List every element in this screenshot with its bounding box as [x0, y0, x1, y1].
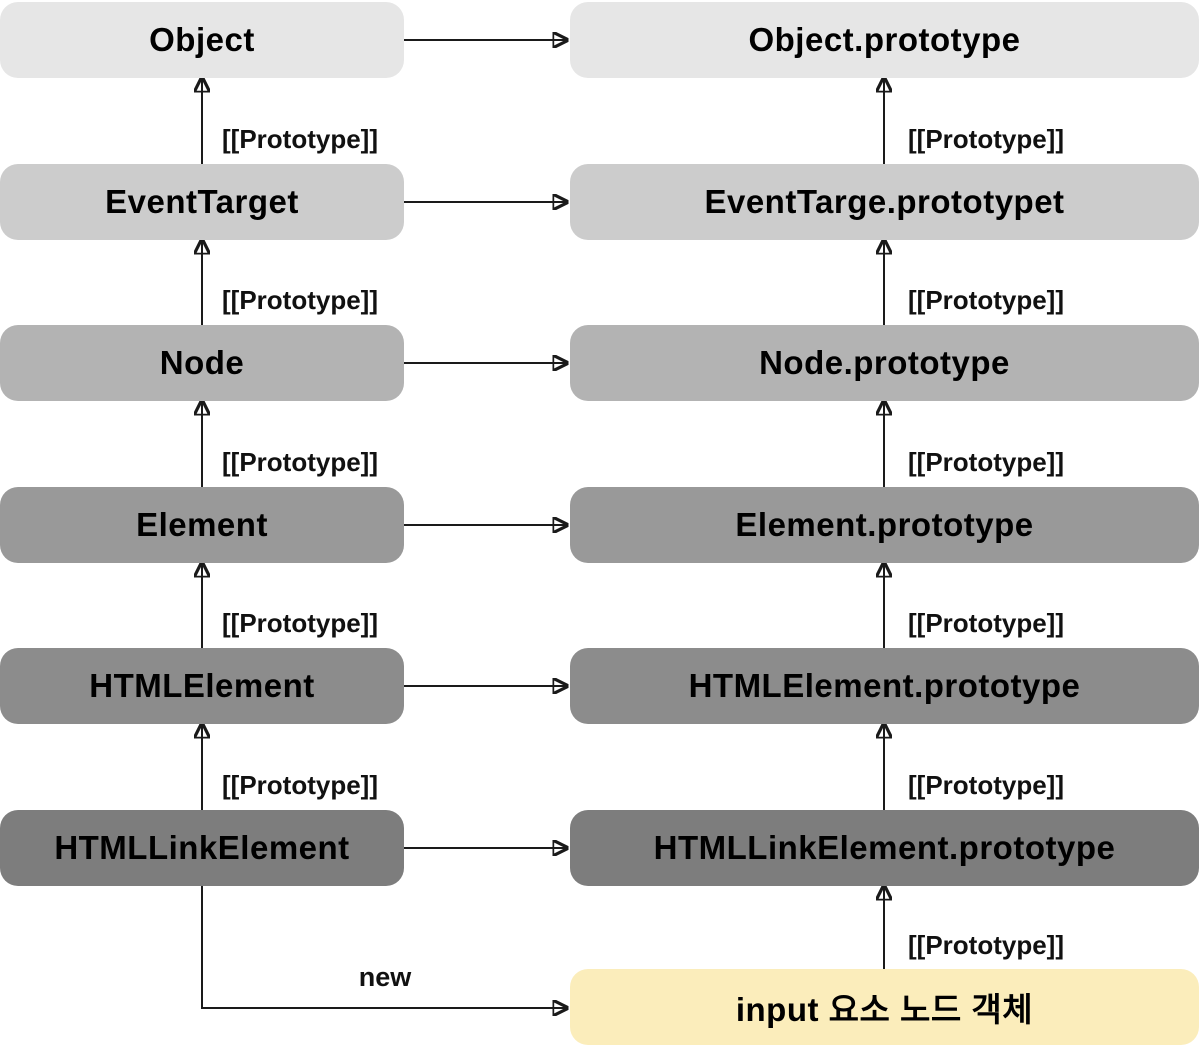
class-box-eventtarget: EventTarget: [0, 164, 404, 240]
prototype-edge-label: [[Prototype]]: [222, 285, 378, 315]
new-edge-label: new: [358, 962, 412, 992]
proto-box-eventtarget-prototype: EventTarge.prototypet: [570, 164, 1199, 240]
proto-box-htmlelement-prototype: HTMLElement.prototype: [570, 648, 1199, 724]
prototype-edge-label: [[Prototype]]: [908, 447, 1064, 477]
class-box-htmlelement: HTMLElement: [0, 648, 404, 724]
prototype-edge-label: [[Prototype]]: [908, 124, 1064, 154]
proto-box-element-prototype: Element.prototype: [570, 487, 1199, 563]
proto-box-node-prototype: Node.prototype: [570, 325, 1199, 401]
prototype-edge-label: [[Prototype]]: [908, 608, 1064, 638]
prototype-edge-label: [[Prototype]]: [222, 608, 378, 638]
proto-box-htmllinkelement-prototype: HTMLLinkElement.prototype: [570, 810, 1199, 886]
prototype-edge-label: [[Prototype]]: [908, 770, 1064, 800]
class-box-htmllinkelement: HTMLLinkElement: [0, 810, 404, 886]
prototype-edge-label: [[Prototype]]: [222, 770, 378, 800]
prototype-edge-label: [[Prototype]]: [908, 285, 1064, 315]
class-box-node: Node: [0, 325, 404, 401]
prototype-edge-label: [[Prototype]]: [222, 447, 378, 477]
prototype-edge-label: [[Prototype]]: [222, 124, 378, 154]
class-box-element: Element: [0, 487, 404, 563]
prototype-edge-label: [[Prototype]]: [908, 930, 1064, 960]
arrow-new-instance: [201, 886, 567, 1008]
class-box-object: Object: [0, 2, 404, 78]
instance-box-input-node: input 요소 노드 객체: [570, 969, 1199, 1045]
proto-box-object-prototype: Object.prototype: [570, 2, 1199, 78]
